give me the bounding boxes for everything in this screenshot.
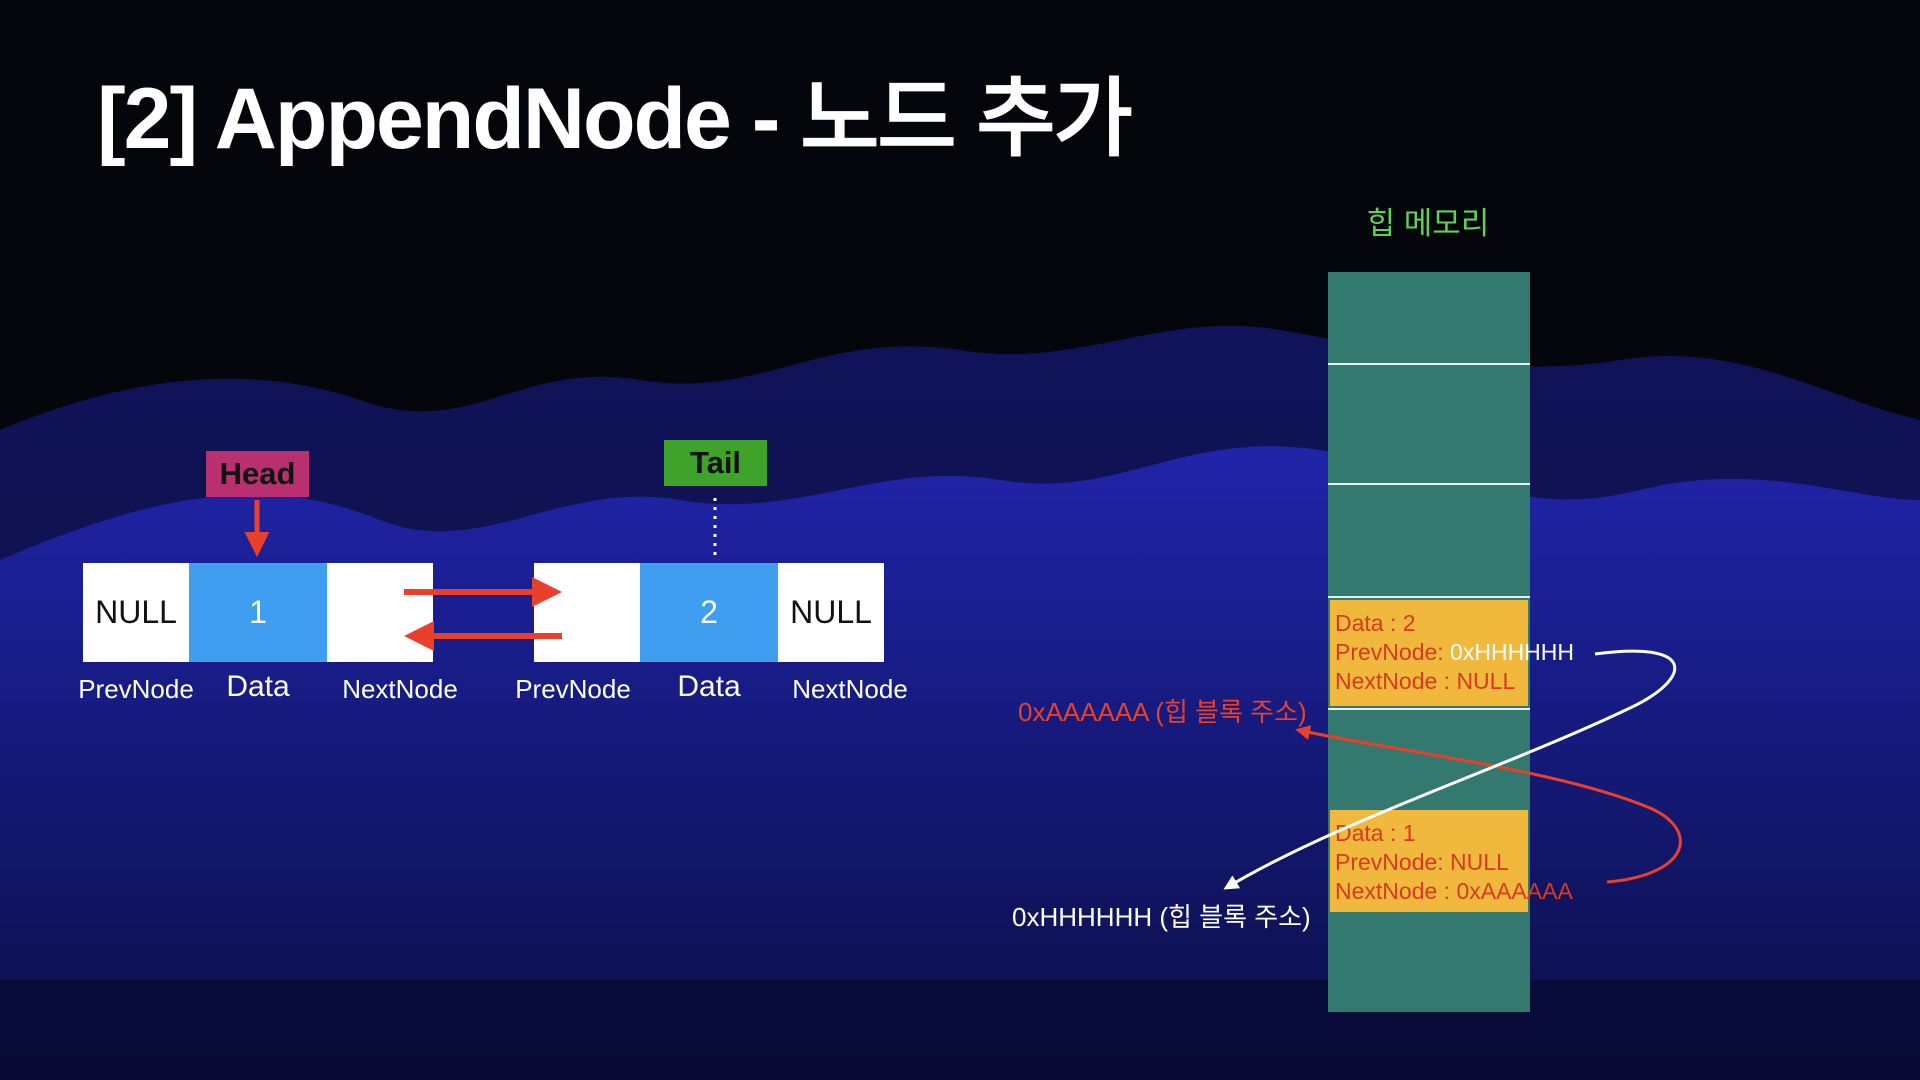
page-title: [2] AppendNode - 노드 추가 [97, 71, 1133, 167]
node2-next-label: NextNode [792, 674, 908, 704]
node2-data-label: Data [677, 670, 741, 703]
next-pointer-curve [1295, 725, 1682, 884]
heap-block-node2: Data : 2 PrevNode: 0xHHHHHH NextNode : N… [1330, 600, 1574, 706]
node1-prev-cell: NULL [83, 563, 189, 662]
heap-separator [1328, 708, 1530, 710]
heap-block-node2-prev-key: PrevNode: [1335, 639, 1444, 665]
node1-prev-label: PrevNode [78, 674, 194, 704]
node1-data-cell: 1 [189, 563, 327, 662]
heap-block-node2-data: Data : 2 [1335, 610, 1416, 636]
heap-block-node2-next: NextNode : NULL [1335, 668, 1516, 694]
heap-block-node1-data: Data : 1 [1335, 820, 1416, 846]
heap-block-node1-prev: PrevNode: NULL [1335, 849, 1509, 875]
tail-tag: Tail [664, 440, 767, 486]
address-label-hhhhhh: 0xHHHHHH (힙 블록 주소) [1012, 902, 1311, 932]
head-tag: Head [206, 451, 309, 497]
heap-memory-title: 힙 메모리 [1366, 206, 1490, 241]
heap-separator [1328, 596, 1530, 598]
heap-separator [1328, 483, 1530, 485]
heap-block-node2-prev-value: 0xHHHHHH [1443, 639, 1575, 665]
address-label-aaaaaa: 0xAAAAAA (힙 블록 주소) [1018, 697, 1307, 727]
node2-prev-label: PrevNode [515, 674, 631, 704]
heap-memory-column: Data : 2 PrevNode: 0xHHHHHH NextNode : N… [1328, 272, 1574, 1012]
node2-next-cell: NULL [778, 563, 884, 662]
node1-next-label: NextNode [342, 674, 458, 704]
prev-pointer-curve [1223, 649, 1677, 890]
heap-separator [1328, 363, 1530, 365]
node1-data-label: Data [226, 670, 290, 703]
node2-data-cell: 2 [640, 563, 778, 662]
